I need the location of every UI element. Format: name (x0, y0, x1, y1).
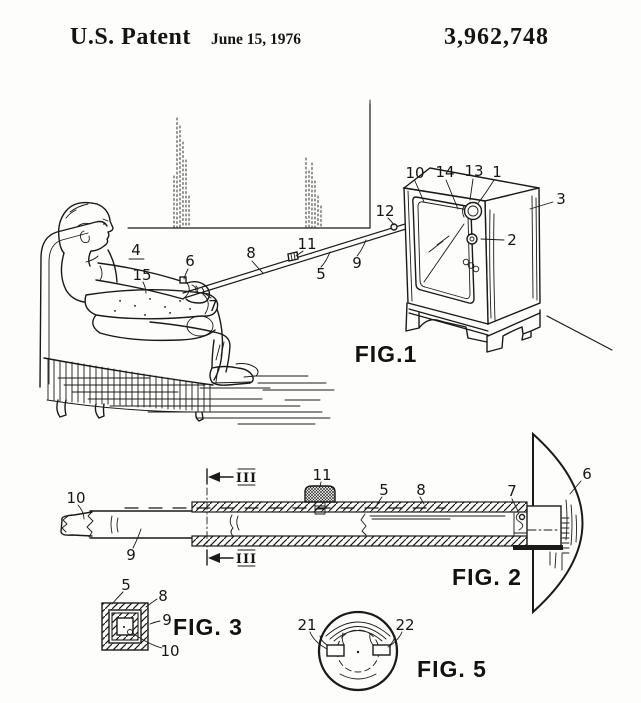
ref-numeral-10: 10 (405, 164, 424, 182)
ref-numeral-1: 1 (492, 163, 502, 181)
ref-numeral-4: 4 (131, 241, 141, 259)
room-wall (127, 99, 613, 351)
ref-numeral-7: 7 (507, 482, 517, 500)
seated-person (57, 201, 259, 386)
pole-thumb-button (179, 276, 187, 284)
ref-numeral-8: 8 (158, 587, 168, 605)
ref-numeral-6: 6 (582, 465, 592, 483)
patent-header-title: U.S. Patent (70, 24, 191, 50)
ref-numeral-9: 9 (352, 254, 362, 272)
ref-numeral-11: 11 (297, 235, 316, 253)
section-label-top: III (236, 471, 257, 486)
section-marker-top: III (206, 468, 257, 486)
tv-small-knobs (462, 258, 480, 273)
fig2-caption: FIG. 2 (452, 564, 522, 590)
ref-numeral-10: 10 (160, 642, 179, 660)
ref-numeral-8: 8 (416, 481, 426, 499)
ref-numeral-5: 5 (316, 265, 326, 283)
fig2-drawing: III III 10 9 11 5 8 7 6 FIG. 2 (60, 431, 592, 615)
fig1-drawing: 10 14 13 1 3 12 2 4 15 6 7 8 11 5 9 FIG.… (39, 99, 613, 425)
patent-number: 3,962,748 (444, 24, 549, 50)
ref-numeral-15: 15 (132, 266, 151, 284)
handle-block (513, 505, 570, 571)
ref-numeral-9: 9 (126, 546, 136, 564)
fig5-annotations: 21 22 (297, 616, 415, 650)
pole-stop-knob (287, 251, 299, 262)
latch-detent (518, 513, 526, 521)
left-tab (326, 644, 345, 657)
patent-header-date: June 15, 1976 (211, 31, 301, 48)
fig2-annotations: 10 9 11 5 8 7 6 (66, 465, 591, 564)
tv-secondary-knob (466, 233, 478, 245)
tv-base (405, 302, 541, 353)
fig3-caption: FIG. 3 (173, 614, 243, 640)
fig1-annotations: 10 14 13 1 3 12 2 4 15 6 7 8 11 5 9 (128, 162, 566, 315)
ref-numeral-8: 8 (246, 244, 256, 262)
ref-numeral-5: 5 (379, 481, 389, 499)
ref-numeral-21: 21 (297, 616, 316, 634)
rug-hatching (57, 375, 335, 425)
ref-numeral-10: 10 (66, 489, 85, 507)
ref-numeral-22: 22 (395, 616, 414, 634)
ref-numeral-9: 9 (162, 611, 172, 629)
ref-numeral-7: 7 (208, 297, 218, 315)
ref-numeral-6: 6 (185, 252, 195, 270)
section-marker-bottom: III (206, 549, 257, 567)
ref-numeral-12: 12 (375, 202, 394, 220)
ref-numeral-11: 11 (312, 466, 331, 484)
fig5-drawing: 21 22 FIG. 5 (297, 610, 487, 692)
thumbscrew (304, 485, 336, 515)
right-tab (372, 644, 391, 656)
fig3-drawing: 5 8 9 10 FIG. 3 (101, 576, 243, 660)
section-label-bottom: III (236, 552, 257, 567)
fig3-annotations: 5 8 9 10 (111, 576, 180, 660)
tv-channel-knob (462, 201, 483, 221)
ref-numeral-14: 14 (435, 163, 454, 181)
tv-set (402, 167, 541, 353)
ref-numeral-13: 13 (464, 162, 483, 180)
pole-collar-bead (390, 223, 398, 231)
ref-numeral-3: 3 (556, 190, 566, 208)
outer-tube (191, 501, 528, 547)
fig1-caption: FIG.1 (355, 341, 418, 367)
ref-numeral-2: 2 (507, 231, 517, 249)
fig5-caption: FIG. 5 (417, 656, 487, 682)
ref-numeral-5: 5 (121, 576, 131, 594)
